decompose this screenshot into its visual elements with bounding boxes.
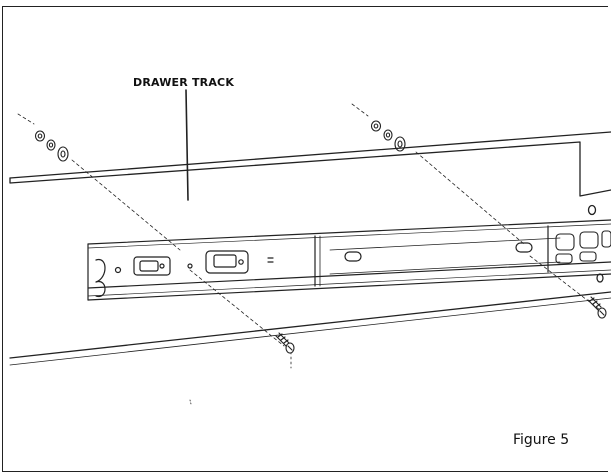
screw-lower-right — [587, 296, 607, 319]
drawer-track-callout-label: DRAWER TRACK — [133, 76, 235, 89]
track-bottom-lip — [87, 269, 611, 297]
drawer-track-slide — [87, 219, 611, 301]
panel-top-edge — [9, 141, 611, 197]
track-top-edge — [87, 219, 611, 245]
front-bracket — [95, 259, 106, 297]
washer-nut-set-left — [34, 130, 69, 162]
inner-oval-slot-2 — [515, 242, 533, 253]
mounting-slot-1 — [133, 256, 171, 276]
panel-hole-upper — [587, 204, 597, 216]
figure-caption: Figure 5 — [513, 432, 570, 448]
washer-nut-set-right — [370, 120, 406, 152]
small-hole — [187, 263, 193, 269]
panel-top-rim — [9, 131, 611, 179]
screw-lower-left — [275, 332, 295, 354]
track-bottom-edge — [87, 273, 611, 301]
figure-frame — [2, 6, 608, 472]
inner-channel-bottom — [329, 261, 561, 275]
mounting-slot-2 — [205, 250, 274, 274]
front-hole — [114, 266, 122, 274]
assembly-guide-lines — [17, 103, 601, 405]
inner-channel-top — [329, 237, 561, 251]
ball-bearing-cage — [555, 230, 611, 264]
panel-bottom-edge — [9, 291, 611, 359]
callout-leader-line — [185, 89, 189, 201]
cabinet-side-panel — [9, 131, 611, 366]
inner-oval-slot-1 — [344, 251, 362, 262]
panel-bottom-rim — [9, 297, 611, 366]
track-mid-edge — [87, 261, 611, 289]
track-top-lip — [87, 223, 611, 249]
